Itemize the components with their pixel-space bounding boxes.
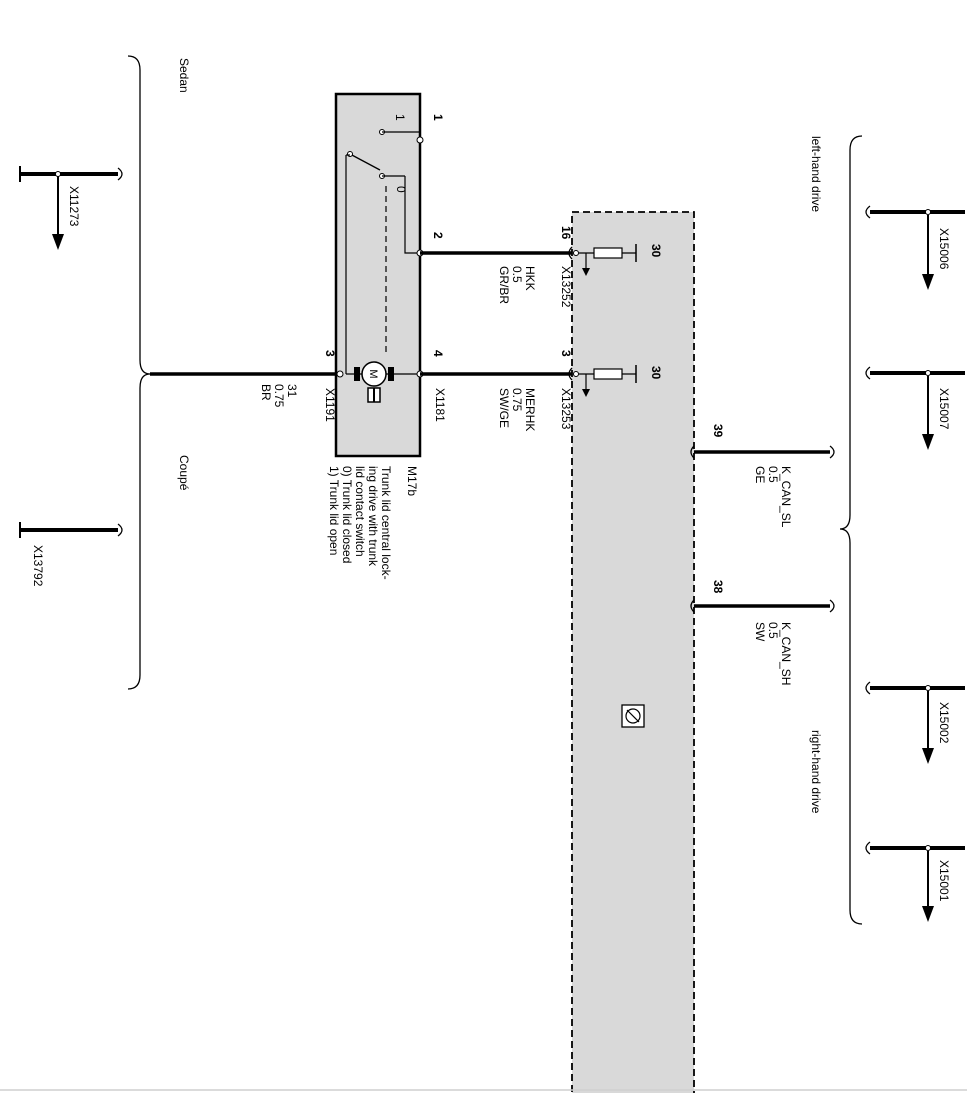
cu-x13252-label: X13252 <box>559 266 573 308</box>
can-bus-icon <box>621 704 645 728</box>
component-desc-5: 1) Trunk lid open <box>327 466 341 555</box>
can-sl-wire <box>690 445 835 459</box>
connector-x15002: X15002 <box>865 681 965 764</box>
connector-x15001-label: X15001 <box>937 860 951 902</box>
wire-merhk-size: 0.75 <box>510 388 524 412</box>
wire-merhk-signal: MERHK <box>523 388 537 431</box>
variant-brace-left <box>127 55 151 690</box>
variant-rhd-label: right-hand drive <box>809 730 823 814</box>
component-desc-1: Trunk lid central lock- <box>379 466 393 580</box>
motor-symbol: M <box>367 369 379 378</box>
cu-term-30-a: 30 <box>649 244 663 258</box>
wire-hkk-size: 0.5 <box>510 266 524 283</box>
conn-x1191-label: X1191 <box>323 388 337 422</box>
cu-pin-3 <box>568 365 637 397</box>
ground-wire-color: BR <box>259 384 273 401</box>
can-sh-color: SW <box>753 622 767 642</box>
component-desc-4: 0) Trunk lid closed <box>340 466 354 563</box>
switch-pos-open: 1 <box>393 114 407 121</box>
wire-merhk-color: SW/GE <box>497 388 511 428</box>
can-sl-signal: K_CAN_SL <box>779 466 793 528</box>
connector-x15002-label: X15002 <box>937 702 951 744</box>
motor: M <box>346 361 420 403</box>
pin-3 <box>336 370 344 378</box>
pin-3-label: 3 <box>323 350 337 357</box>
cu-pin-16-label: 16 <box>559 226 573 240</box>
cu-pin-3-label: 3 <box>559 350 573 357</box>
variant-lhd-label: left-hand drive <box>809 136 823 212</box>
can-sh-wire <box>690 599 835 613</box>
connector-x11273-label: X11273 <box>67 186 81 227</box>
connector-x13792: X13792 <box>19 522 123 587</box>
component-desc-3: lid contact switch <box>353 466 367 557</box>
switch-pos-closed: 0 <box>394 186 408 193</box>
pin-2-label: 2 <box>431 232 445 239</box>
pin-1-label: 1 <box>431 114 445 121</box>
connector-x15007-label: X15007 <box>937 388 951 430</box>
connector-x15006: X15006 <box>865 205 965 290</box>
pin-1 <box>416 136 424 144</box>
component-id: M17b <box>405 466 419 496</box>
can-sh-size: 0.5 <box>766 622 780 639</box>
ground-wire-terminal: 31 <box>285 384 299 398</box>
component-desc-2: ing drive with trunk <box>366 466 380 567</box>
wire-hkk-signal: HKK <box>523 266 537 291</box>
variant-coupe-label: Coupé <box>177 455 191 491</box>
connector-x15006-label: X15006 <box>937 228 951 270</box>
connector-x13792-label: X13792 <box>31 545 45 587</box>
can-sl-pin: 39 <box>711 424 725 438</box>
can-sl-size: 0.5 <box>766 466 780 483</box>
connector-x15001: X15001 <box>865 841 965 922</box>
variant-brace-right <box>839 135 863 925</box>
wire-hkk-color: GR/BR <box>497 266 511 304</box>
cu-pin-16 <box>568 244 637 276</box>
pin-4-label: 4 <box>431 350 445 357</box>
connector-x11273: X11273 <box>19 166 123 250</box>
ground-wire-size: 0.75 <box>272 384 286 408</box>
cu-term-30-b: 30 <box>649 366 663 380</box>
can-sl-color: GE <box>753 466 767 483</box>
variant-sedan-label: Sedan <box>177 58 191 93</box>
can-sh-pin: 38 <box>711 580 725 594</box>
control-unit-body <box>571 211 695 1093</box>
connector-x15007: X15007 <box>865 366 965 450</box>
conn-x1181-label: X1181 <box>433 388 447 422</box>
cu-x13253-label: X13253 <box>559 388 573 430</box>
can-sh-signal: K_CAN_SH <box>779 622 793 685</box>
switch: 1 0 <box>346 114 420 254</box>
